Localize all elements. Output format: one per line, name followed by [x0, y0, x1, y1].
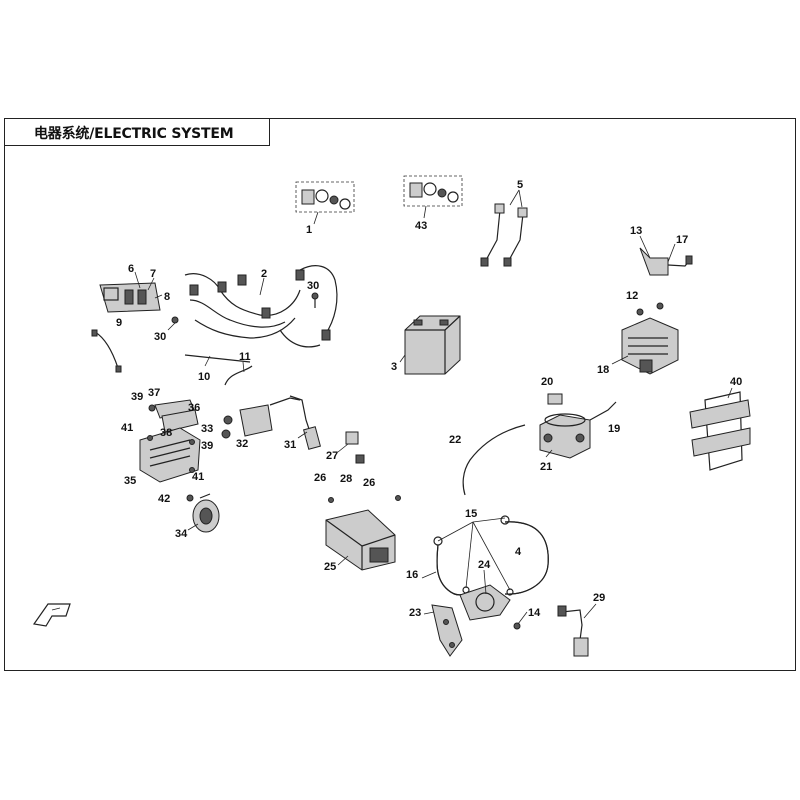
callout-26-left: 26 — [314, 472, 326, 484]
part-sensor-29 — [557, 603, 597, 657]
callout-7: 7 — [150, 268, 156, 280]
callout-38: 38 — [160, 427, 172, 439]
callout-18: 18 — [597, 364, 609, 376]
callout-25: 25 — [324, 561, 336, 573]
callout-29: 29 — [593, 592, 605, 604]
callout-14: 14 — [528, 607, 541, 619]
callout-43: 43 — [415, 220, 427, 232]
callout-21: 21 — [540, 461, 552, 473]
callout-8: 8 — [164, 291, 170, 303]
callout-32: 32 — [236, 438, 248, 450]
callout-2: 2 — [261, 268, 267, 280]
callout-35: 35 — [124, 475, 136, 487]
callout-11: 11 — [239, 351, 251, 363]
callout-24: 24 — [478, 559, 491, 571]
part-switch-kit — [295, 181, 355, 225]
callout-22: 22 — [449, 434, 461, 446]
callout-39-top: 39 — [131, 391, 143, 403]
callout-17: 17 — [676, 234, 688, 246]
callout-4: 4 — [515, 546, 522, 558]
callout-41-right: 41 — [192, 471, 204, 483]
callout-5: 5 — [517, 179, 523, 191]
callout-36: 36 — [188, 402, 200, 414]
part-sensors — [480, 189, 528, 267]
part-wire-11 — [224, 361, 253, 386]
callout-9: 9 — [116, 317, 122, 329]
part-fuse-box — [139, 427, 201, 483]
callout-13: 13 — [630, 225, 642, 237]
direction-arrow-icon — [32, 603, 71, 627]
diagram-frame — [4, 118, 796, 671]
callout-6: 6 — [128, 263, 134, 275]
callout-34: 34 — [175, 528, 188, 540]
part-starter-relay — [539, 393, 617, 459]
callout-27: 27 — [326, 450, 338, 462]
part-fuse-cover — [148, 399, 199, 433]
page-title: 电器系统/ELECTRIC SYSTEM — [34, 126, 234, 142]
callout-19: 19 — [608, 423, 620, 435]
title-box — [4, 118, 270, 146]
callout-42: 42 — [158, 493, 170, 505]
part-switch-kit-2 — [403, 175, 463, 219]
callout-39-right: 39 — [201, 440, 213, 452]
callout-20: 20 — [541, 376, 553, 388]
callout-16: 16 — [406, 569, 418, 581]
callout-33: 33 — [201, 423, 213, 435]
callout-3: 3 — [391, 361, 397, 373]
callout-23: 23 — [409, 607, 421, 619]
part-sensor-27 — [337, 431, 365, 464]
callout-30-upper: 30 — [307, 280, 319, 292]
callout-26-right: 26 — [363, 477, 375, 489]
callout-31: 31 — [284, 439, 296, 451]
part-regulator — [611, 302, 679, 375]
part-ignition-unit — [221, 397, 301, 439]
callout-15: 15 — [465, 508, 477, 520]
part-battery — [399, 315, 461, 375]
part-cable-9 — [91, 329, 122, 373]
part-horn — [186, 493, 220, 533]
part-cable-22 — [462, 424, 526, 496]
part-fuel-pump-assembly — [421, 515, 549, 657]
callout-30-lower: 30 — [154, 331, 166, 343]
part-ignition-coil — [289, 395, 321, 450]
part-bracket-40 — [689, 387, 751, 471]
callout-41-left: 41 — [121, 422, 133, 434]
callout-1: 1 — [306, 224, 312, 236]
part-bolts-30 — [167, 292, 319, 331]
part-wiring-harness — [184, 265, 338, 348]
part-relay — [639, 235, 693, 276]
part-bar-10 — [184, 354, 251, 367]
callout-12: 12 — [626, 290, 638, 302]
callout-28: 28 — [340, 473, 352, 485]
callout-10: 10 — [198, 371, 210, 383]
callout-37: 37 — [148, 387, 160, 399]
part-ecu — [325, 495, 401, 571]
callout-40: 40 — [730, 376, 742, 388]
part-switch-box — [99, 271, 163, 313]
